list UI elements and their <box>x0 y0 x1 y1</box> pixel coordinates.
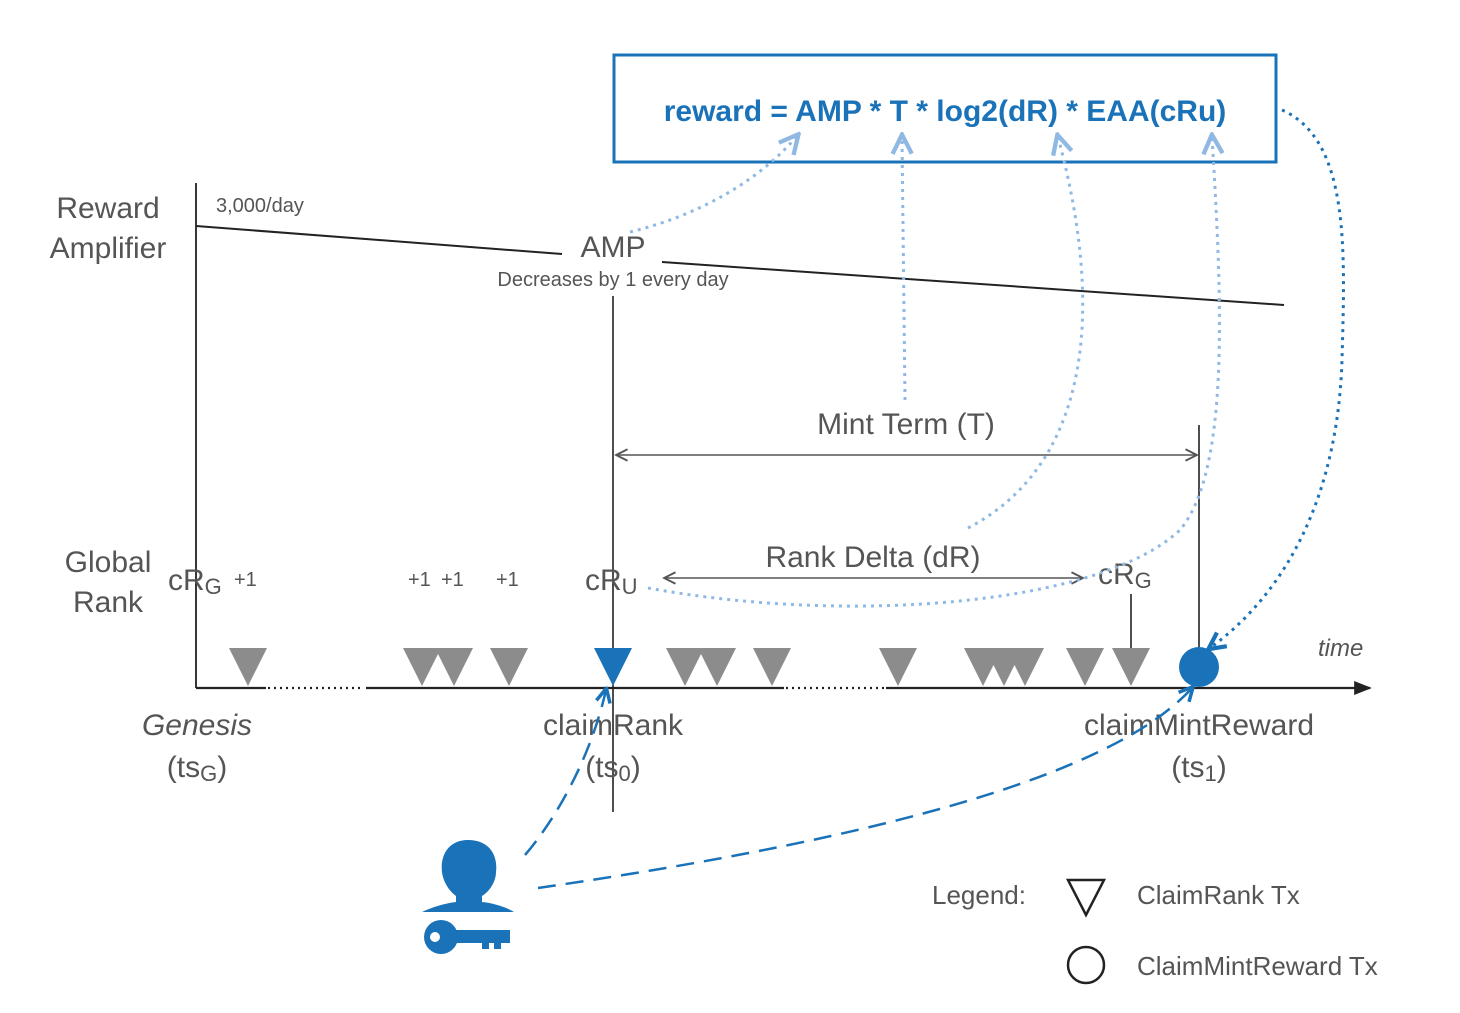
claim-rank-marker <box>229 648 267 686</box>
increment-3: +1 <box>441 569 464 591</box>
reward-amplifier-label: Reward Amplifier <box>50 192 167 265</box>
reward-formula: reward = AMP * T * log2(dR) * EAA(cRu) <box>664 95 1227 128</box>
key-icon <box>424 920 510 954</box>
increment-4: +1 <box>496 569 519 591</box>
claim-mint-ts-label: (ts1) <box>1171 751 1227 786</box>
claim-rank-marker <box>666 648 704 686</box>
claim-mint-reward-label: claimMintReward <box>1084 709 1314 742</box>
claim-rank-marker <box>1066 648 1104 686</box>
claim-rank-marker <box>1112 648 1150 686</box>
global-rank-line2: Rank <box>73 586 144 619</box>
user-icon <box>422 840 514 912</box>
crg-start-label: cRG <box>168 564 222 599</box>
claim-rank-marker <box>698 648 736 686</box>
amp-rate-label: 3,000/day <box>216 195 304 217</box>
user-claim-rank-marker <box>594 648 632 686</box>
claim-mint-reward-marker <box>1179 647 1219 687</box>
genesis-label: Genesis <box>142 709 252 742</box>
amp-note: Decreases by 1 every day <box>497 269 728 291</box>
legend-triangle-icon <box>1065 878 1107 918</box>
mint-term-label: Mint Term (T) <box>817 408 995 441</box>
claim-rank-marker <box>753 648 791 686</box>
legend: Legend: ClaimRank Tx ClaimMintReward Tx <box>932 878 1378 985</box>
reward-to-mint-link <box>1210 108 1345 648</box>
increment-1: +1 <box>234 569 257 591</box>
user-to-claim-rank <box>524 690 606 856</box>
mint-term-link <box>902 137 905 401</box>
user-tx-links <box>524 688 1192 890</box>
amp-line-right <box>661 261 1285 306</box>
claim-rank-ts-label: (ts0) <box>585 751 641 786</box>
amp-label: AMP <box>580 231 645 264</box>
rank-delta-label: Rank Delta (dR) <box>765 541 980 574</box>
formula-links <box>629 136 1219 608</box>
legend-claim-rank-tx: ClaimRank Tx <box>1137 880 1300 910</box>
genesis-ts-label: (tsG) <box>167 751 227 786</box>
legend-circle-icon <box>1066 945 1106 985</box>
reward-label-line2: Amplifier <box>50 232 167 265</box>
increment-2: +1 <box>408 569 431 591</box>
claim-rank-label: claimRank <box>543 709 684 742</box>
user-to-claim-mint <box>537 688 1192 890</box>
amp-link <box>629 136 797 234</box>
formula-box: reward = AMP * T * log2(dR) * EAA(cRu) <box>612 53 1278 164</box>
rank-delta-link <box>967 137 1085 530</box>
claim-rank-marker <box>403 648 441 686</box>
legend-claim-mint-reward-tx: ClaimMintReward Tx <box>1137 951 1378 981</box>
reward-label-line1: Reward <box>56 192 159 225</box>
crg-end-label: cRG <box>1098 558 1152 593</box>
legend-title: Legend: <box>932 880 1026 910</box>
claim-rank-marker <box>435 648 473 686</box>
global-rank-label: Global Rank <box>65 546 152 619</box>
time-label: time <box>1318 635 1363 662</box>
claim-rank-marker <box>1006 648 1044 686</box>
claim-rank-marker <box>490 648 528 686</box>
cru-link <box>647 137 1219 608</box>
cru-label: cRU <box>585 564 638 599</box>
amp-line-left <box>195 225 563 255</box>
claim-rank-markers <box>229 648 1150 686</box>
global-rank-line1: Global <box>65 546 152 579</box>
claim-rank-marker <box>879 648 917 686</box>
